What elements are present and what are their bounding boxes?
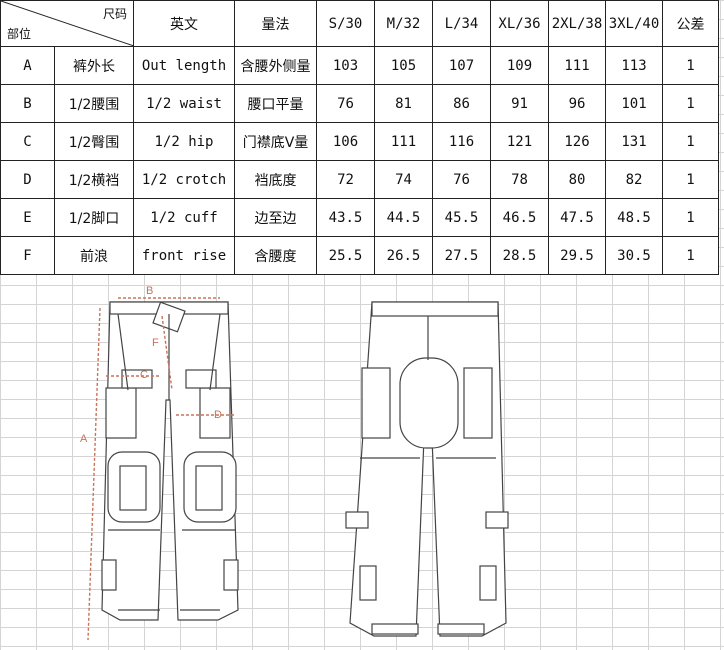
row-value: 74 bbox=[374, 160, 433, 199]
label-b: B bbox=[146, 285, 153, 297]
row-method: 含腰外侧量 bbox=[234, 46, 317, 85]
row-value: 131 bbox=[605, 122, 663, 161]
row-value: 116 bbox=[432, 122, 491, 161]
header-english: 英文 bbox=[133, 0, 235, 47]
row-value: 25.5 bbox=[316, 236, 375, 275]
row-code: B bbox=[0, 84, 55, 123]
header-tolerance: 公差 bbox=[662, 0, 719, 47]
header-size: 2XL/38 bbox=[548, 0, 606, 47]
header-size: S/30 bbox=[316, 0, 375, 47]
label-f: F bbox=[152, 337, 159, 349]
row-part: 1/2脚口 bbox=[54, 198, 134, 237]
row-english: Out length bbox=[133, 46, 235, 85]
row-method: 裆底度 bbox=[234, 160, 317, 199]
header-size: L/34 bbox=[432, 0, 491, 47]
row-tolerance: 1 bbox=[662, 160, 719, 199]
row-value: 111 bbox=[548, 46, 606, 85]
row-tolerance: 1 bbox=[662, 122, 719, 161]
row-value: 111 bbox=[374, 122, 433, 161]
row-value: 29.5 bbox=[548, 236, 606, 275]
row-method: 门襟底V量 bbox=[234, 122, 317, 161]
row-value: 30.5 bbox=[605, 236, 663, 275]
row-value: 76 bbox=[316, 84, 375, 123]
row-value: 43.5 bbox=[316, 198, 375, 237]
row-english: 1/2 cuff bbox=[133, 198, 235, 237]
row-value: 44.5 bbox=[374, 198, 433, 237]
row-part: 1/2臀围 bbox=[54, 122, 134, 161]
row-value: 48.5 bbox=[605, 198, 663, 237]
row-value: 45.5 bbox=[432, 198, 491, 237]
row-value: 82 bbox=[605, 160, 663, 199]
header-size: XL/36 bbox=[490, 0, 549, 47]
row-part: 裤外长 bbox=[54, 46, 134, 85]
row-english: front rise bbox=[133, 236, 235, 275]
diagonal-divider bbox=[1, 1, 133, 46]
row-value: 81 bbox=[374, 84, 433, 123]
row-value: 121 bbox=[490, 122, 549, 161]
row-part: 前浪 bbox=[54, 236, 134, 275]
row-tolerance: 1 bbox=[662, 198, 719, 237]
corner-part-label: 部位 bbox=[7, 27, 32, 41]
header-size: M/32 bbox=[374, 0, 433, 47]
row-value: 113 bbox=[605, 46, 663, 85]
row-value: 107 bbox=[432, 46, 491, 85]
row-method: 腰口平量 bbox=[234, 84, 317, 123]
row-value: 78 bbox=[490, 160, 549, 199]
row-value: 27.5 bbox=[432, 236, 491, 275]
row-english: 1/2 crotch bbox=[133, 160, 235, 199]
row-value: 76 bbox=[432, 160, 491, 199]
row-tolerance: 1 bbox=[662, 46, 719, 85]
row-value: 126 bbox=[548, 122, 606, 161]
row-tolerance: 1 bbox=[662, 236, 719, 275]
row-value: 91 bbox=[490, 84, 549, 123]
size-chart-table: 尺码 部位 英文 量法 S/30 M/32 L/34 XL/36 2XL/38 … bbox=[0, 0, 719, 275]
row-code: C bbox=[0, 122, 55, 161]
row-value: 28.5 bbox=[490, 236, 549, 275]
row-value: 96 bbox=[548, 84, 606, 123]
header-size: 3XL/40 bbox=[605, 0, 663, 47]
row-value: 101 bbox=[605, 84, 663, 123]
corner-header-cell: 尺码 部位 bbox=[0, 0, 134, 47]
row-tolerance: 1 bbox=[662, 84, 719, 123]
row-method: 边至边 bbox=[234, 198, 317, 237]
row-value: 103 bbox=[316, 46, 375, 85]
row-value: 80 bbox=[548, 160, 606, 199]
label-d: D bbox=[214, 409, 222, 421]
row-value: 86 bbox=[432, 84, 491, 123]
table-header-row: 尺码 部位 英文 量法 S/30 M/32 L/34 XL/36 2XL/38 … bbox=[0, 0, 719, 47]
back-pants-diagram bbox=[345, 301, 509, 637]
row-part: 1/2横裆 bbox=[54, 160, 134, 199]
row-value: 109 bbox=[490, 46, 549, 85]
row-code: A bbox=[0, 46, 55, 85]
row-value: 47.5 bbox=[548, 198, 606, 237]
header-method: 量法 bbox=[234, 0, 317, 47]
row-value: 72 bbox=[316, 160, 375, 199]
row-value: 46.5 bbox=[490, 198, 549, 237]
row-code: D bbox=[0, 160, 55, 199]
label-a: A bbox=[80, 433, 88, 445]
corner-size-label: 尺码 bbox=[102, 7, 127, 21]
front-pants-diagram: B A C D F bbox=[80, 285, 239, 641]
row-english: 1/2 hip bbox=[133, 122, 235, 161]
row-value: 106 bbox=[316, 122, 375, 161]
row-part: 1/2腰围 bbox=[54, 84, 134, 123]
row-value: 105 bbox=[374, 46, 433, 85]
row-method: 含腰度 bbox=[234, 236, 317, 275]
row-english: 1/2 waist bbox=[133, 84, 235, 123]
row-code: F bbox=[0, 236, 55, 275]
row-code: E bbox=[0, 198, 55, 237]
label-c: C bbox=[140, 369, 148, 381]
row-value: 26.5 bbox=[374, 236, 433, 275]
